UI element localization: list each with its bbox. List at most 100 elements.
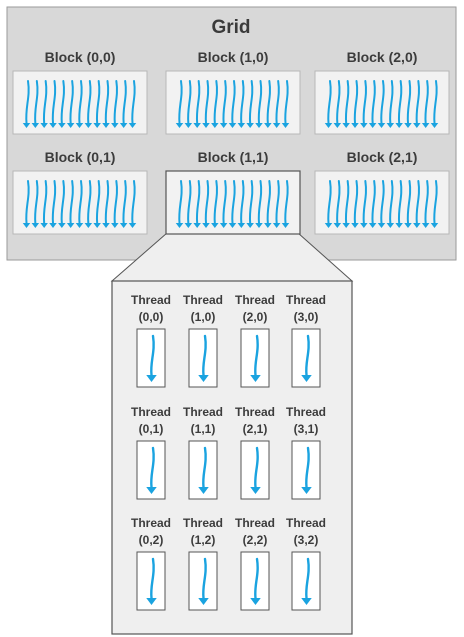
thread-label-line1: Thread xyxy=(131,405,171,419)
thread-arrow xyxy=(198,557,209,605)
thread-arrow xyxy=(264,80,272,128)
thread-arrow xyxy=(22,180,31,228)
thread-arrow xyxy=(40,80,48,128)
block-1-1: Block (1,1) xyxy=(165,149,301,235)
thread-arrow xyxy=(58,180,66,228)
thread-3-2: Thread(3,2) xyxy=(286,516,326,611)
thread-arrow xyxy=(255,180,263,228)
thread-arrow xyxy=(128,80,137,128)
thread-arrow xyxy=(250,446,261,494)
block-label: Block (0,0) xyxy=(45,49,116,65)
thread-arrow xyxy=(84,180,93,228)
thread-1-0: Thread (1,0) xyxy=(183,293,223,388)
thread-arrow xyxy=(31,180,40,228)
thread-arrow xyxy=(228,180,237,228)
thread-2-2: Thread (2,2) xyxy=(235,516,275,611)
thread-arrow xyxy=(237,180,246,228)
block-2-1: Block (2,1) xyxy=(314,149,450,235)
block-0-1: Block (0,1) xyxy=(12,149,148,235)
thread-arrow xyxy=(211,180,219,228)
thread-arrow xyxy=(368,80,377,128)
thread-arrow xyxy=(84,80,93,128)
thread-arrow xyxy=(272,180,281,228)
thread-arrow xyxy=(193,80,201,128)
thread-arrow xyxy=(93,180,101,228)
thread-arrow xyxy=(49,80,57,128)
thread-arrow xyxy=(324,80,333,128)
thread-arrow xyxy=(184,80,193,128)
block-label: Block (1,0) xyxy=(198,49,269,65)
thread-arrow xyxy=(255,80,263,128)
thread-arrow xyxy=(360,180,368,228)
thread-label-line2: (2,1) xyxy=(243,422,268,436)
thread-arrow xyxy=(146,334,157,382)
thread-arrow xyxy=(219,180,228,228)
thread-arrow xyxy=(246,80,254,128)
thread-box xyxy=(240,551,270,611)
thread-label-line2: (0,2) xyxy=(139,533,164,547)
thread-label-line2: (1,1) xyxy=(191,422,216,436)
thread-arrow xyxy=(351,180,359,228)
thread-arrow xyxy=(146,446,157,494)
thread-arrow xyxy=(324,180,333,228)
thread-arrow xyxy=(430,80,439,128)
thread-arrow xyxy=(360,80,368,128)
thread-label-line1: Thread xyxy=(183,293,223,307)
thread-arrow xyxy=(421,180,430,228)
thread-arrow xyxy=(66,80,75,128)
block-0-0: Block (0,0) xyxy=(12,49,148,135)
block-label: Block (0,1) xyxy=(45,149,116,165)
thread-label-line1: Thread xyxy=(235,405,275,419)
thread-arrow xyxy=(395,180,403,228)
thread-arrow xyxy=(413,180,421,228)
thread-arrow xyxy=(281,80,290,128)
thread-label-line2: (3,2) xyxy=(294,533,319,547)
thread-arrow xyxy=(198,334,209,382)
thread-label-line1: Thread xyxy=(235,516,275,530)
thread-arrow xyxy=(66,180,75,228)
thread-arrow xyxy=(49,180,57,228)
thread-arrow xyxy=(193,180,201,228)
thread-arrow xyxy=(75,80,84,128)
thread-label-line2: (3,1) xyxy=(294,422,319,436)
thread-arrow xyxy=(146,557,157,605)
thread-arrow xyxy=(184,180,193,228)
thread-arrow xyxy=(264,180,272,228)
thread-arrow xyxy=(58,80,66,128)
thread-label-line1: Thread xyxy=(235,293,275,307)
thread-arrow xyxy=(386,180,395,228)
thread-1-1: Thread (1,1) xyxy=(183,405,223,500)
block-label: Block (1,1) xyxy=(198,149,269,165)
thread-arrow xyxy=(281,180,290,228)
thread-1-2: Thread(1,2) xyxy=(183,516,223,611)
thread-arrow xyxy=(202,80,210,128)
thread-arrow xyxy=(102,80,110,128)
thread-0-0: Thread(0,0) xyxy=(131,293,171,388)
thread-label-line2: (1,2) xyxy=(191,533,216,547)
thread-arrow xyxy=(75,180,84,228)
thread-arrow xyxy=(219,80,228,128)
thread-arrow xyxy=(246,180,254,228)
thread-arrow xyxy=(333,80,342,128)
block-2-0: Block (2,0) xyxy=(314,49,450,135)
thread-arrow xyxy=(102,180,110,228)
thread-arrow xyxy=(301,557,312,605)
thread-label-line1: Thread xyxy=(183,405,223,419)
thread-label-line2: (2,2) xyxy=(243,533,268,547)
thread-arrow xyxy=(40,180,48,228)
thread-label-line2: (2,0) xyxy=(243,310,268,324)
thread-arrow xyxy=(237,80,246,128)
thread-arrow xyxy=(333,180,342,228)
grid-title: Grid xyxy=(211,17,250,38)
thread-label-line2: (1,0) xyxy=(191,310,216,324)
thread-arrow xyxy=(31,80,40,128)
thread-arrow xyxy=(250,334,261,382)
thread-arrow xyxy=(22,80,31,128)
thread-arrow xyxy=(404,180,412,228)
thread-2-0: Thread (2,0) xyxy=(235,293,275,388)
thread-label-line1: Thread xyxy=(286,293,326,307)
thread-arrow xyxy=(404,80,412,128)
block-label: Block (2,0) xyxy=(347,49,418,65)
blocks-layer: Block (0,0) Block (1,0) Block (2,0) Block (… xyxy=(12,49,450,235)
